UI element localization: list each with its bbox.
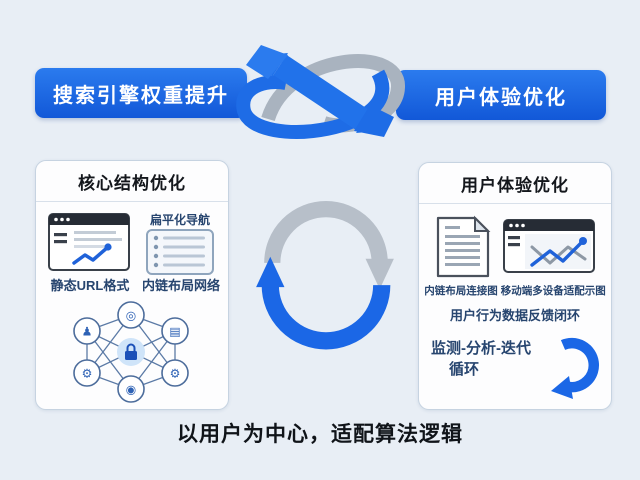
ring-icon: ◉ <box>126 383 136 397</box>
browser-analytics-icon <box>48 213 130 271</box>
browser-multiline-chart-icon <box>503 219 595 273</box>
exchange-ribbon-icon <box>236 45 405 139</box>
core-structure-title: 核心结构优化 <box>36 161 228 202</box>
loop-line2: 循环 <box>449 361 480 378</box>
document-node-icon: ▤ <box>169 325 180 339</box>
link-network-graph-icon: ◎ ♟ ▤ ⚙ ⚙ ◉ <box>73 301 189 403</box>
static-url-label: 静态URL格式 <box>50 278 130 293</box>
person-icon: ♟ <box>82 325 93 339</box>
bottom-caption: 以用户为中心，适配算法逻辑 <box>177 423 463 446</box>
core-structure-card: 核心结构优化 扁平化导航 静态URL格式 内链布局网络 <box>35 160 229 410</box>
flat-nav-list-icon <box>146 229 214 275</box>
lock-icon <box>125 343 137 360</box>
gear-icon: ⚙ <box>170 367 181 381</box>
loop-line1: 监测-分析-迭代 <box>431 340 531 357</box>
cycle-arrows-icon <box>256 201 394 350</box>
ux-card-title: 用户体验优化 <box>419 163 611 204</box>
monitor-analyze-iterate-label: 监测-分析-迭代 循环 <box>431 338 549 380</box>
diagram-caption: 内链布局连接图 移动端多设备适配示图 <box>424 285 606 297</box>
document-icon <box>436 215 491 278</box>
loop-arrow-icon <box>551 337 599 399</box>
gear-icon: ⚙ <box>82 367 93 381</box>
feedback-loop-label: 用户行为数据反馈闭环 <box>449 308 580 323</box>
flat-nav-label: 扁平化导航 <box>149 213 210 227</box>
banner-ux: 用户体验优化 <box>396 70 606 120</box>
internal-link-label: 内链布局网络 <box>141 278 220 293</box>
target-icon: ◎ <box>126 309 136 323</box>
ux-card: 用户体验优化 内链布局连接图 移动端多设备适配示图 用户行为数据反馈闭环 监 <box>418 162 612 410</box>
banner-search-weight: 搜索引擎权重提升 <box>35 68 247 118</box>
banner-left-label: 搜索引擎权重提升 <box>53 84 229 107</box>
banner-right-label: 用户体验优化 <box>435 86 567 109</box>
